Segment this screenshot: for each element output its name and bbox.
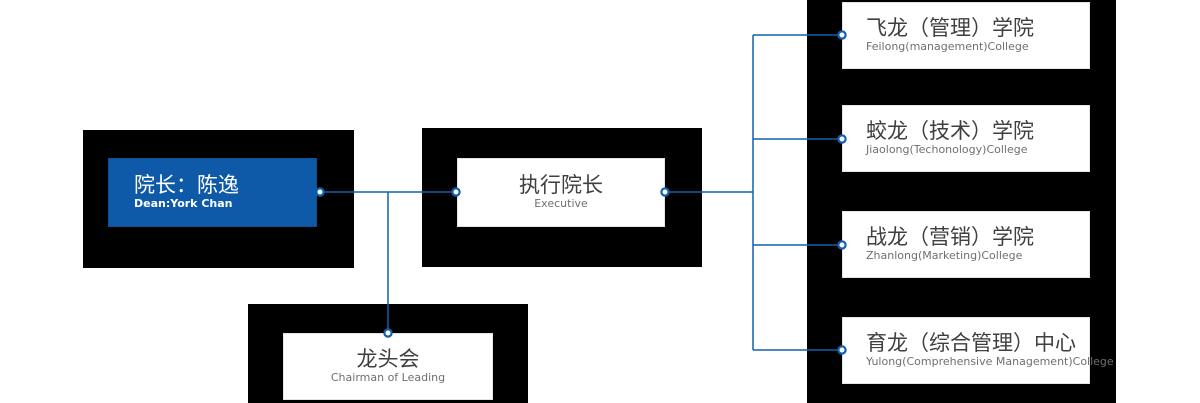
college-node-jiaolong: 蛟龙（技术）学院 Jiaolong(Techonology)College bbox=[842, 105, 1090, 172]
executive-subtitle: Executive bbox=[534, 197, 588, 211]
executive-title: 执行院长 bbox=[519, 173, 603, 198]
dean-subtitle: Dean:York Chan bbox=[134, 197, 233, 211]
college-node-zhanlong: 战龙（营销）学院 Zhanlong(Marketing)College bbox=[842, 211, 1090, 278]
chairman-title: 龙头会 bbox=[356, 347, 420, 372]
college-title: 蛟龙（技术）学院 bbox=[866, 119, 1034, 144]
dean-node: 院长：陈逸 Dean:York Chan bbox=[108, 158, 317, 227]
college-node-yulong: 育龙（综合管理）中心 Yulong(Comprehensive Manageme… bbox=[842, 317, 1114, 384]
college-title: 飞龙（管理）学院 bbox=[866, 16, 1034, 41]
chairman-node: 龙头会 Chairman of Leading bbox=[283, 333, 493, 400]
college-subtitle: Zhanlong(Marketing)College bbox=[866, 249, 1023, 263]
college-node-feilong: 飞龙（管理）学院 Feilong(management)College bbox=[842, 2, 1090, 69]
executive-node: 执行院长 Executive bbox=[457, 158, 665, 227]
college-title: 育龙（综合管理）中心 bbox=[866, 331, 1076, 356]
chairman-subtitle: Chairman of Leading bbox=[330, 371, 446, 385]
college-title: 战龙（营销）学院 bbox=[866, 225, 1034, 250]
dean-title: 院长：陈逸 bbox=[134, 173, 239, 198]
college-subtitle: Jiaolong(Techonology)College bbox=[866, 143, 1028, 157]
college-subtitle: Yulong(Comprehensive Management)College bbox=[866, 355, 1114, 369]
college-subtitle: Feilong(management)College bbox=[866, 40, 1029, 54]
